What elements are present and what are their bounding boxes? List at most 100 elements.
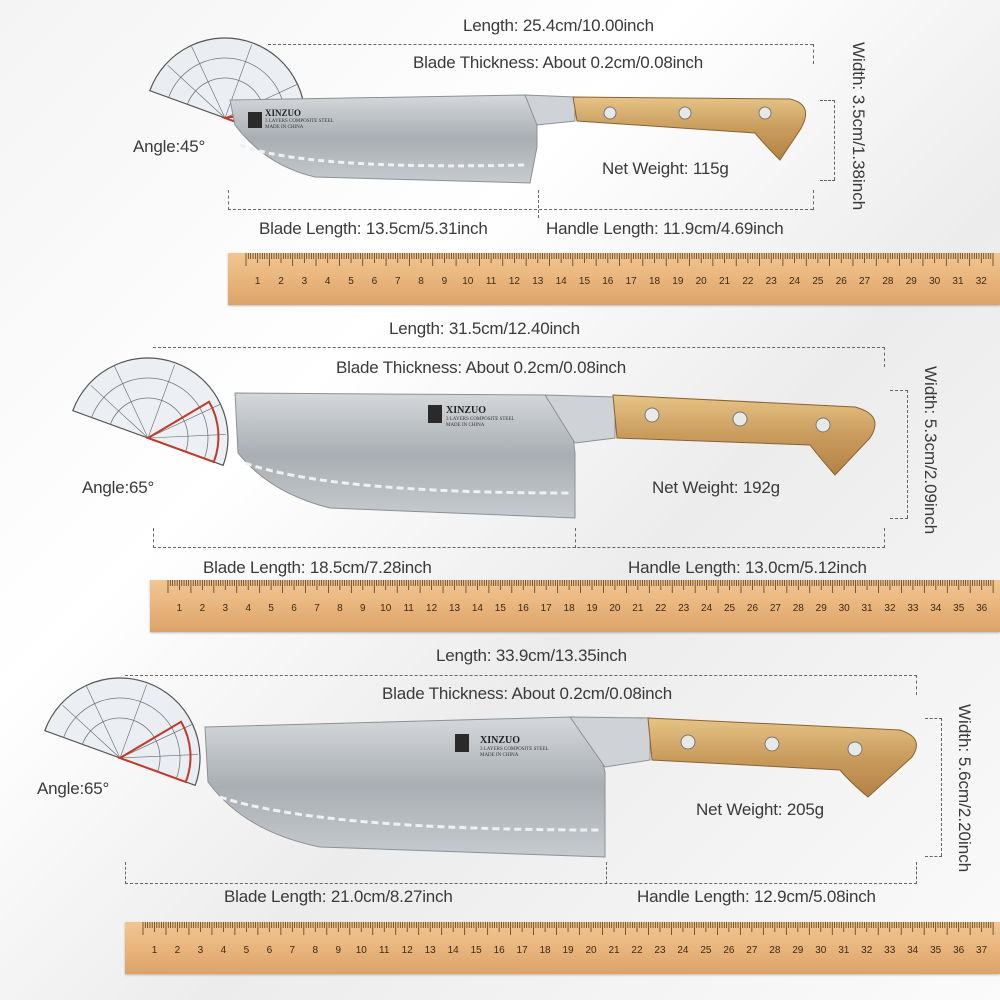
knife-2 xyxy=(234,392,876,519)
ruler-number: 1 xyxy=(255,276,261,287)
ruler-number: 3 xyxy=(223,603,229,614)
blade-length-tick xyxy=(125,862,126,884)
length-dimension-tick xyxy=(916,675,917,695)
handle-length-tick xyxy=(813,190,814,210)
net-weight-label: Net Weight: 205g xyxy=(696,800,824,819)
ruler-number: 15 xyxy=(579,276,591,287)
ruler-number: 3 xyxy=(302,276,308,287)
brand-logo-icon xyxy=(248,112,262,128)
ruler-number: 17 xyxy=(626,276,638,287)
ruler-number: 24 xyxy=(677,945,689,956)
ruler-number: 33 xyxy=(907,603,919,614)
steel-text: 3 LAYERS COMPOSITE STEEL xyxy=(480,747,549,752)
ruler-number: 28 xyxy=(769,945,781,956)
ruler-number: 30 xyxy=(815,945,827,956)
width-dimension-line xyxy=(941,718,942,856)
ruler-number: 2 xyxy=(200,603,206,614)
knife-1 xyxy=(229,94,807,184)
ruler-number: 13 xyxy=(425,945,437,956)
ruler-number: 34 xyxy=(930,603,942,614)
ruler-number: 36 xyxy=(976,603,988,614)
brand-name: XINZUO xyxy=(265,108,302,118)
ruler-number: 17 xyxy=(517,945,529,956)
length-dimension-line xyxy=(268,44,813,45)
handle-length-tick xyxy=(916,862,917,884)
ruler-number: 7 xyxy=(290,945,296,956)
ruler-number: 11 xyxy=(379,945,390,956)
ruler-number: 11 xyxy=(486,276,497,287)
brand-name: XINZUO xyxy=(480,735,521,746)
width-tick-bottom xyxy=(820,180,835,181)
ruler-number: 28 xyxy=(882,276,894,287)
ruler-number: 15 xyxy=(471,945,483,956)
ruler-number: 25 xyxy=(700,945,712,956)
ruler-number: 21 xyxy=(632,603,644,614)
ruler-number: 2 xyxy=(278,276,284,287)
ruler-number: 20 xyxy=(696,276,708,287)
width-label: Width: 5.3cm/2.09inch xyxy=(921,366,940,535)
ruler-number: 26 xyxy=(836,276,848,287)
ruler-number: 27 xyxy=(746,945,758,956)
length-dimension-tick xyxy=(884,347,885,367)
ruler-number: 14 xyxy=(472,603,484,614)
protractor-2 xyxy=(72,357,229,467)
blade-handle-dimension-line xyxy=(228,209,813,210)
protractor-3 xyxy=(44,677,201,787)
ruler-number: 8 xyxy=(313,945,319,956)
blade-thickness-label: Blade Thickness: About 0.2cm/0.08inch xyxy=(413,53,703,72)
length-dimension-line xyxy=(125,675,917,676)
total-length-label: Length: 25.4cm/10.00inch xyxy=(463,16,654,35)
ruler-number: 6 xyxy=(291,603,297,614)
ruler-number: 36 xyxy=(953,945,965,956)
steel-text: 3 LAYERS COMPOSITE STEEL xyxy=(265,119,334,124)
brand-name: XINZUO xyxy=(446,405,487,416)
handle-length-label: Handle Length: 11.9cm/4.69inch xyxy=(546,219,784,238)
origin-text: MADE IN CHINA xyxy=(446,423,485,428)
ruler-number: 10 xyxy=(356,945,368,956)
ruler-number: 13 xyxy=(532,276,544,287)
ruler-number: 31 xyxy=(838,945,850,956)
ruler-number: 9 xyxy=(442,276,448,287)
ruler-number: 24 xyxy=(789,276,801,287)
ruler-number: 7 xyxy=(314,603,320,614)
ruler-number: 32 xyxy=(884,603,896,614)
ruler-number: 19 xyxy=(586,603,598,614)
ruler-number: 4 xyxy=(325,276,331,287)
blade-thickness-label: Blade Thickness: About 0.2cm/0.08inch xyxy=(336,358,626,377)
length-dimension-tick xyxy=(813,44,814,64)
ruler-number: 11 xyxy=(403,603,414,614)
ruler-number: 8 xyxy=(418,276,424,287)
net-weight-label: Net Weight: 192g xyxy=(652,478,780,497)
length-dimension-line xyxy=(153,347,885,348)
ruler-number: 1 xyxy=(177,603,183,614)
angle-label: Angle:45° xyxy=(133,137,206,156)
ruler-number: 20 xyxy=(609,603,621,614)
handle-length-label: Handle Length: 13.0cm/5.12inch xyxy=(628,558,867,577)
ruler-number: 12 xyxy=(509,276,521,287)
ruler-number: 9 xyxy=(360,603,366,614)
width-tick-top xyxy=(820,100,835,101)
width-tick-bottom xyxy=(890,518,908,519)
ruler-number: 13 xyxy=(449,603,461,614)
ruler-number: 31 xyxy=(952,276,964,287)
blade-length-tick xyxy=(228,190,229,210)
ruler-number: 32 xyxy=(976,276,988,287)
ruler-number: 17 xyxy=(541,603,553,614)
ruler-number: 23 xyxy=(654,945,666,956)
net-weight-label: Net Weight: 115g xyxy=(602,159,729,178)
ruler-number: 22 xyxy=(631,945,643,956)
ruler-number: 37 xyxy=(976,945,988,956)
brand-logo-icon xyxy=(428,405,442,423)
ruler-number: 22 xyxy=(742,276,754,287)
ruler-number: 2 xyxy=(175,945,181,956)
width-tick-top xyxy=(925,718,942,719)
ruler-number: 31 xyxy=(862,603,874,614)
blade-handle-dimension-line xyxy=(153,547,885,548)
ruler-number: 10 xyxy=(462,276,474,287)
ruler-number: 12 xyxy=(426,603,438,614)
ruler-number: 25 xyxy=(724,603,736,614)
handle-length-tick xyxy=(884,528,885,548)
ruler-number: 21 xyxy=(719,276,731,287)
